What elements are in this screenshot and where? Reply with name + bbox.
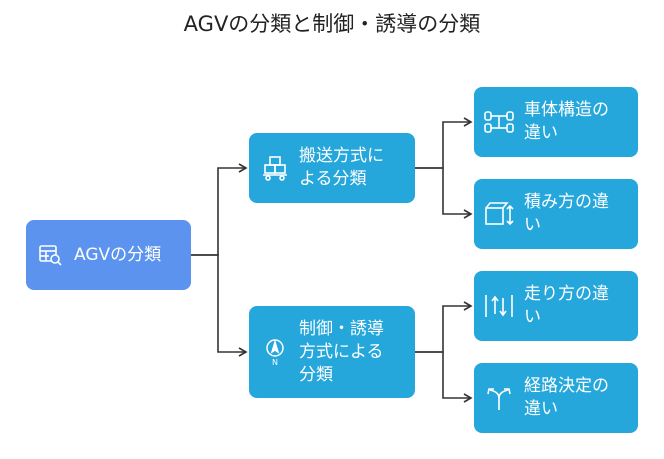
category-2-label-line-1: 制御・誘導 (299, 318, 384, 339)
leaf-node-loading-method: 積み方の違 い (474, 179, 638, 249)
leaf-1-label-line-2: 違い (524, 123, 558, 143)
category-2-label-line-2: 方式による (299, 341, 384, 362)
leaf-node-body-structure: 車体構造の 違い (474, 87, 638, 157)
leaf-node-driving-method: 走り方の違 い (474, 271, 638, 341)
leaf-3-label-line-1: 走り方の違 (524, 284, 609, 304)
root-node: AGVの分類 (26, 220, 191, 290)
category-node-control-guidance: N 制御・誘導 方式による 分類 (249, 306, 415, 398)
leaf-4-label-line-2: 違い (524, 399, 558, 419)
connector-category-2-to-leaf-3 (415, 301, 473, 353)
category-node-transport: 搬送方式に よる分類 (249, 133, 415, 203)
chassis-axle-icon (482, 107, 516, 137)
root-label: AGVの分類 (74, 244, 162, 265)
leaf-4-label-line-1: 経路決定の (524, 376, 609, 396)
diagram-title: AGVの分類と制御・誘導の分類 (183, 12, 481, 36)
category-1-label-line-2: よる分類 (299, 169, 367, 189)
table-search-icon (36, 240, 66, 270)
category-1-label-line-1: 搬送方式に (299, 146, 384, 166)
connector-category-1-to-leaf-1 (415, 117, 473, 169)
svg-text:N: N (272, 358, 278, 366)
leaf-3-label-line-2: い (524, 307, 541, 327)
leaf-2-label-line-1: 積み方の違 (524, 192, 609, 212)
leaf-2-label-line-2: い (524, 215, 541, 235)
boxes-on-cart-icon (259, 152, 291, 184)
route-split-icon (482, 383, 516, 413)
connector-category-2-to-leaf-4 (415, 351, 473, 403)
leaf-node-route-decision: 経路決定の 違い (474, 363, 638, 433)
box-height-icon (482, 199, 516, 229)
connector-root-to-category-2 (191, 254, 248, 357)
navigation-compass-icon: N (259, 336, 291, 368)
connector-root-to-category-1 (191, 163, 248, 256)
category-2-label-line-3: 分類 (299, 364, 333, 385)
lane-arrows-icon (482, 291, 516, 321)
leaf-1-label-line-1: 車体構造の (524, 100, 609, 120)
connector-category-1-to-leaf-2 (415, 167, 473, 219)
